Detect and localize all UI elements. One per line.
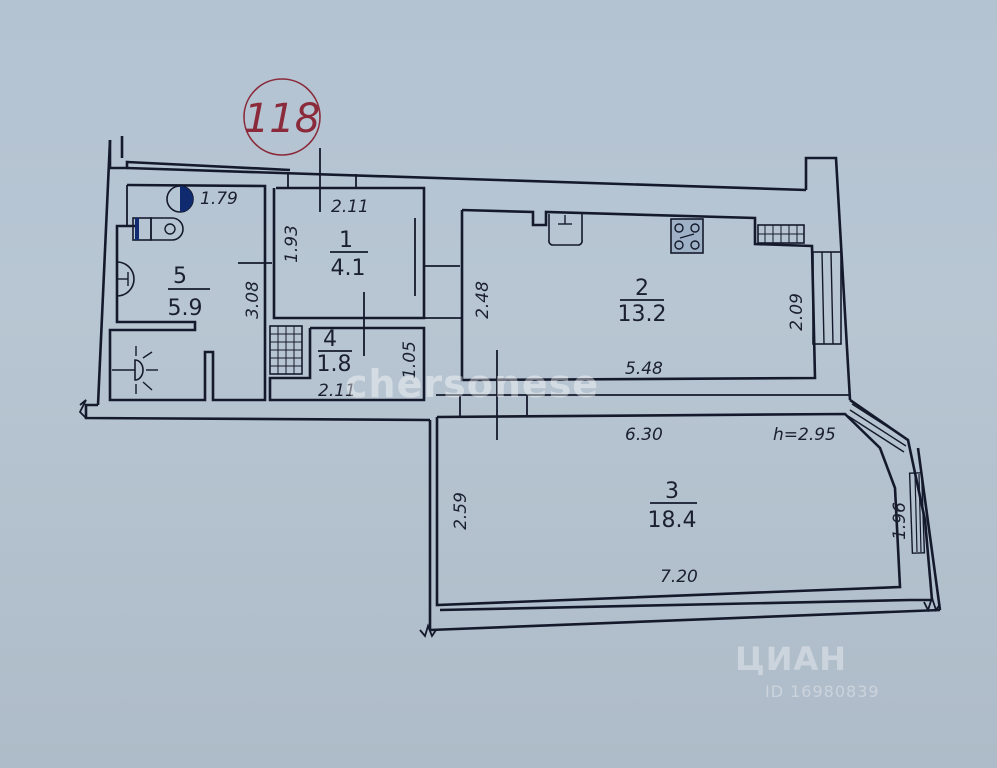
sink-icon	[116, 261, 135, 297]
room-1-area: 4.1	[331, 256, 366, 281]
room-3-living: 3 18.4 6.30 h=2.95 7.20 2.59 1.96	[435, 394, 926, 607]
room-3-dim-left: 2.59	[451, 492, 471, 530]
room-5-bathroom: 5 5.9 1.79 3.08	[108, 183, 272, 402]
room-4-dim-right: 1.05	[400, 341, 420, 379]
room-4-number: 4	[323, 327, 337, 352]
room-2-dim-bottom: 5.48	[625, 359, 663, 379]
room-5-dim-top: 1.79	[200, 189, 238, 209]
cian-logo-watermark: ЦИАН	[735, 640, 848, 678]
room-3-dim-right: 1.96	[890, 502, 910, 540]
room-4-closet: 4 1.8 2.11 1.05	[268, 325, 426, 402]
shower-icon	[112, 346, 158, 394]
kitchen-sink-icon	[548, 214, 583, 246]
room-2-dim-right: 2.09	[787, 293, 807, 331]
chersonese-watermark: chersonese	[345, 362, 600, 406]
boiler-icon	[166, 185, 194, 213]
unit-number: 118	[244, 96, 320, 142]
room-3-dim-bottom: 7.20	[660, 567, 698, 587]
bay-window-icon	[847, 403, 926, 554]
room-2-number: 2	[635, 276, 649, 301]
unit-number-badge: 118	[243, 78, 321, 156]
outer-walls	[84, 136, 942, 632]
room-1-dim-left: 1.93	[282, 225, 302, 263]
room-4-area: 1.8	[317, 352, 352, 377]
cian-id-watermark: ID 16980839	[765, 682, 880, 701]
room-4-dim-bottom: 2.11	[318, 381, 356, 401]
room-3-area: 18.4	[648, 508, 697, 533]
room-3-number: 3	[665, 479, 679, 504]
room-1-number: 1	[339, 228, 353, 253]
stove-icon	[670, 218, 704, 254]
room-2-dim-left: 2.48	[473, 281, 493, 319]
radiator-grid-icon	[269, 325, 303, 375]
room-5-number: 5	[173, 264, 187, 289]
room-5-dim-right: 3.08	[243, 281, 263, 319]
room-5-area: 5.9	[168, 296, 203, 321]
room-2-kitchen: 2 13.2 5.48 2.48 2.09	[424, 208, 842, 440]
room-3-dim-top: 6.30	[625, 425, 663, 445]
room-2-area: 13.2	[618, 302, 667, 327]
wall-break-markers	[78, 399, 941, 638]
room-1-dim-top: 2.11	[331, 197, 369, 217]
room-1-hallway: 1 4.1 2.11 1.93	[272, 148, 460, 356]
window-kitchen-icon	[812, 251, 842, 345]
toilet-icon	[132, 217, 184, 241]
radiator-kitchen-icon	[757, 224, 805, 244]
ceiling-height: h=2.95	[773, 425, 836, 445]
